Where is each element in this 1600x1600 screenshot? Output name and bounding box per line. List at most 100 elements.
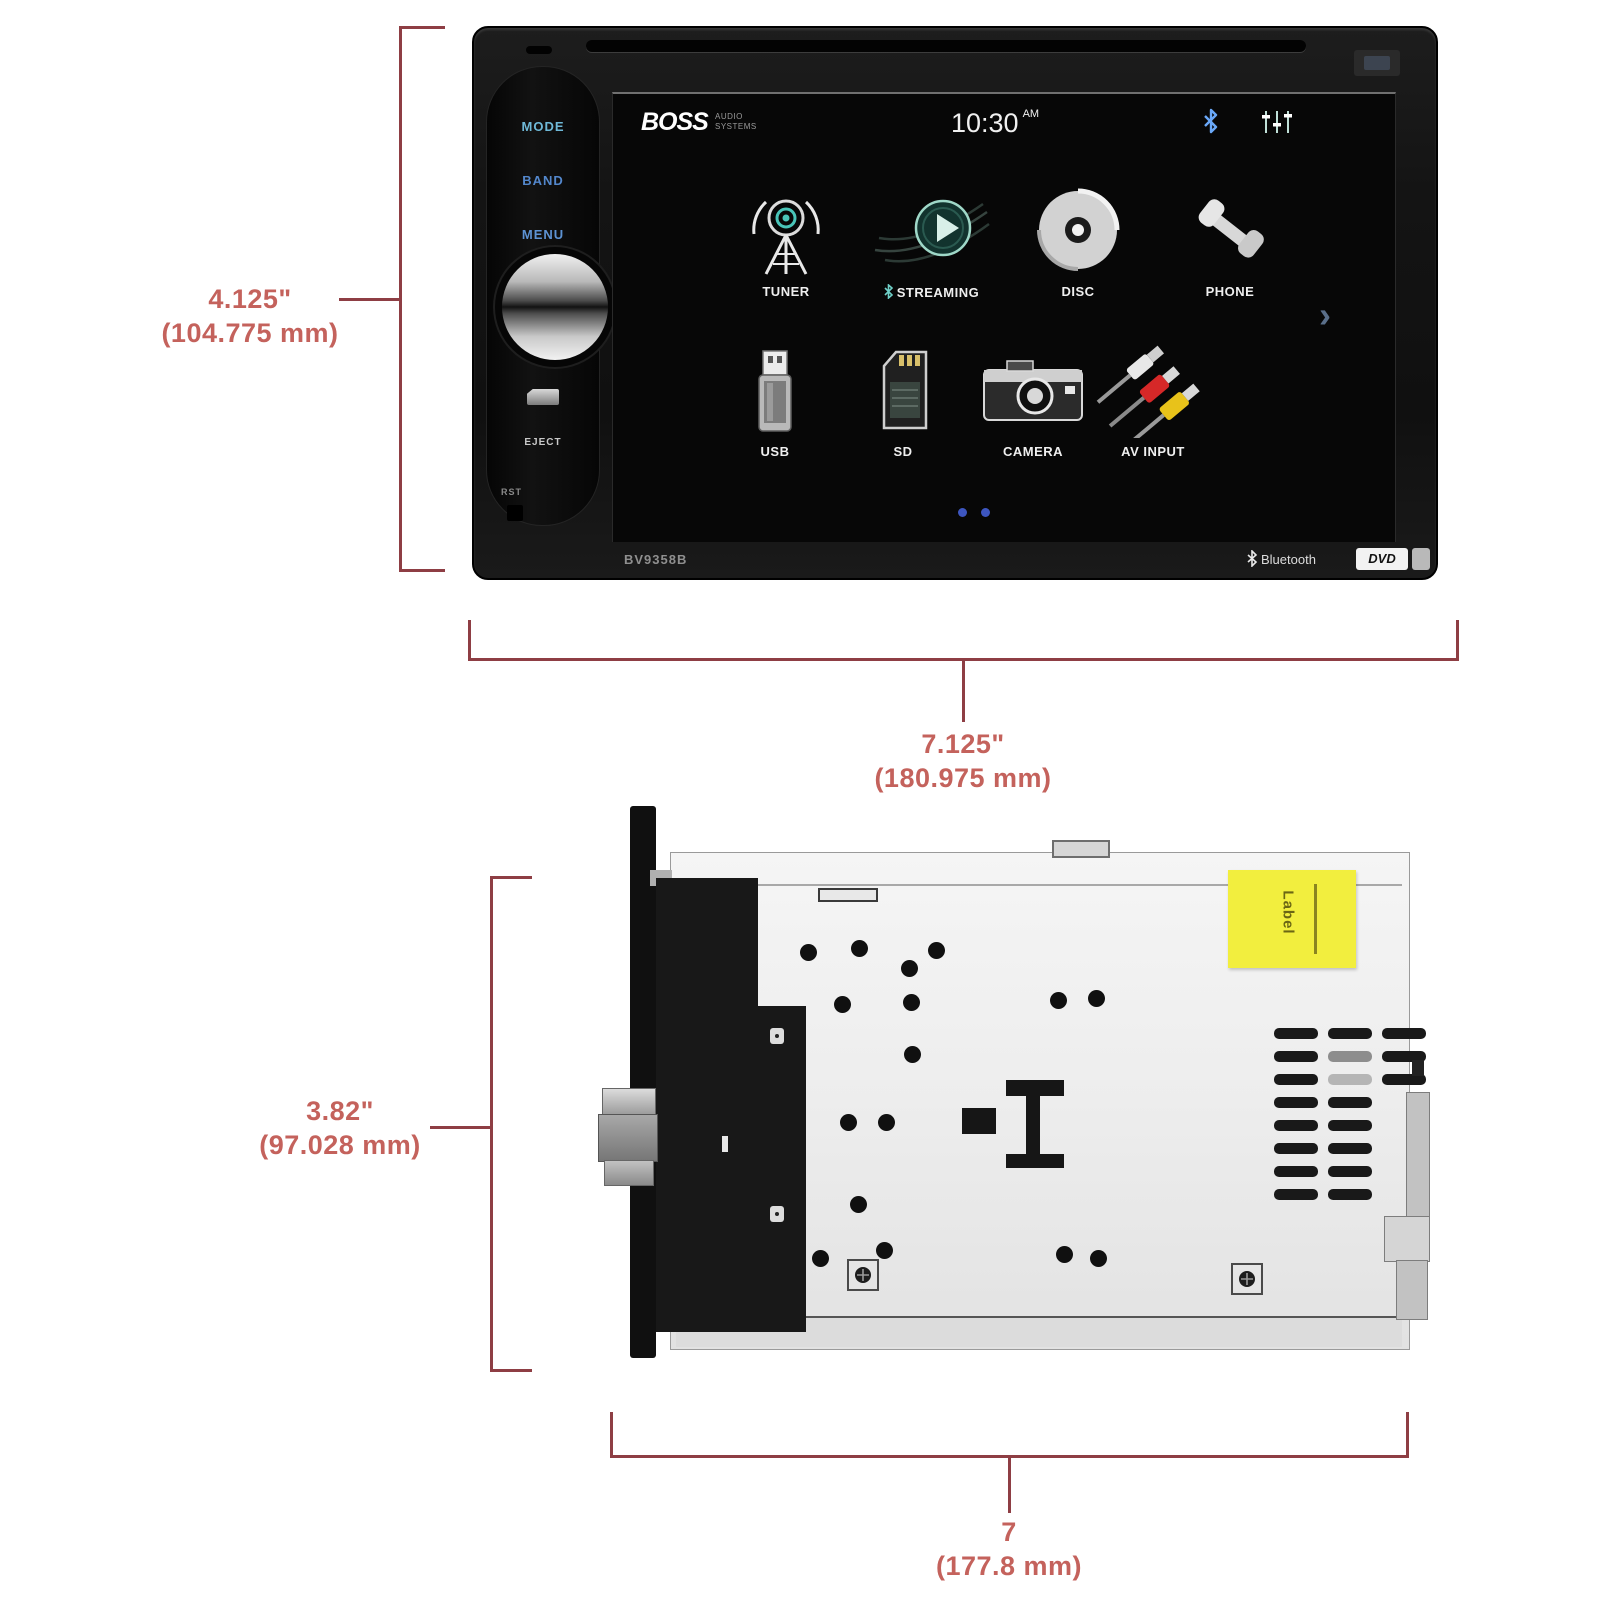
front-width-right-tick [1456, 620, 1459, 661]
chassis-hole [876, 1242, 893, 1259]
page-indicator-dot-1 [958, 508, 967, 517]
left-connector [598, 1088, 658, 1186]
chassis-top-seam [676, 884, 1402, 886]
mode-button: MODE [521, 119, 565, 134]
sticker-text: Label [1279, 890, 1297, 935]
phone-icon [1158, 182, 1302, 278]
dvd-badge: DVD [1356, 548, 1408, 570]
vent-slot [1274, 1051, 1318, 1062]
rear-dark-tab [1412, 1060, 1424, 1076]
equalizer-icon [1261, 110, 1293, 139]
chassis-height-dimension-line [490, 876, 493, 1372]
next-page-chevron: › [1319, 294, 1331, 335]
menu-item-label: STREAMING [859, 283, 1003, 300]
chassis-cutout [1006, 1080, 1064, 1096]
head-unit-front-view: MODE BAND MENU EJECT RST BOSS AUDIO SYST… [472, 26, 1438, 580]
vent-slot [1274, 1097, 1318, 1108]
front-width-mm: (180.975 mm) [874, 762, 1052, 793]
vent-slot [1328, 1189, 1372, 1200]
front-height-label: 4.125" (104.775 mm) [100, 283, 400, 351]
front-height-bottom-tick [399, 569, 445, 572]
chassis-height-leader [430, 1126, 490, 1129]
menu-item-label: AV INPUT [1121, 444, 1185, 459]
chassis-hole [903, 994, 920, 1011]
chassis-top-notch [818, 888, 878, 902]
chassis-height-mm: (97.028 mm) [259, 1129, 421, 1160]
chassis-width-label: 7 (177.8 mm) [859, 1516, 1159, 1584]
chassis-height-top-tick [490, 876, 532, 879]
chassis-hole [834, 996, 851, 1013]
reset-label: RST [501, 487, 522, 497]
menu-item-av-input: AV INPUT [1081, 342, 1225, 459]
vent-slot [1274, 1166, 1318, 1177]
rear-connector-block [1384, 1216, 1430, 1262]
chassis-hole [904, 1046, 921, 1063]
menu-item-disc: DISC [1006, 182, 1150, 299]
faceplate-screw-glyph [770, 1028, 784, 1044]
front-width-label: 7.125" (180.975 mm) [813, 728, 1113, 796]
volume-knob [502, 254, 608, 360]
chassis-width-stem [1008, 1455, 1011, 1513]
boss-logo: BOSS [641, 108, 709, 136]
faceplate-body-lower [656, 1006, 806, 1332]
chassis-hole [800, 944, 817, 961]
vent-slot [1328, 1051, 1372, 1062]
faceplate-edge [630, 806, 656, 1358]
chassis-hole [850, 1196, 867, 1213]
vent-slot [1328, 1120, 1372, 1131]
disc-slot [586, 40, 1306, 52]
vent-slot [1274, 1074, 1318, 1085]
menu-item-usb: USB [703, 342, 847, 459]
reset-hole [507, 505, 523, 521]
vent-slot [1382, 1051, 1426, 1062]
menu-item-label: USB [760, 444, 790, 459]
menu-item-phone: PHONE [1158, 182, 1302, 299]
chassis-hole [1050, 992, 1067, 1009]
band-button: BAND [522, 173, 564, 188]
antenna-icon [714, 182, 858, 278]
chassis-width-mm: (177.8 mm) [935, 1550, 1083, 1581]
vent-slot [1274, 1120, 1318, 1131]
vent-slot [1382, 1074, 1426, 1085]
chassis-hole [840, 1114, 857, 1131]
eject-button: EJECT [524, 437, 562, 448]
sd-card-icon [831, 342, 975, 438]
chassis-cutout [962, 1108, 996, 1134]
bluetooth-play-icon [859, 182, 1003, 278]
chassis-top-tab [1052, 840, 1110, 858]
boss-logo-subtext: AUDIO SYSTEMS [715, 112, 757, 131]
chassis-hole [851, 940, 868, 957]
chassis-hole [1056, 1246, 1073, 1263]
bluetooth-logo: Bluetooth [1246, 549, 1316, 568]
menu-item-tuner: TUNER [714, 182, 858, 299]
chassis-width-right-tick [1406, 1412, 1409, 1458]
chassis-hole [928, 942, 945, 959]
camera-icon [961, 342, 1105, 438]
menu-item-label: PHONE [1205, 284, 1255, 299]
menu-item-streaming: STREAMING [859, 182, 1003, 300]
top-right-badge [1354, 50, 1400, 76]
sticker-text-line2 [1314, 884, 1317, 954]
usb-drive-icon [703, 342, 847, 438]
rear-connector-lower [1396, 1260, 1428, 1320]
chassis-width-inches: 7 [1001, 1517, 1017, 1547]
rca-cables-icon [1081, 342, 1225, 438]
chassis-hole [901, 960, 918, 977]
clock-time: 10:30 [951, 108, 1019, 138]
menu-item-label: CAMERA [1002, 444, 1064, 459]
chassis-hole [878, 1114, 895, 1131]
front-width-stem [962, 658, 965, 722]
chassis-cutout [1026, 1096, 1040, 1156]
vent-slot [1274, 1028, 1318, 1039]
vent-slot [1382, 1028, 1426, 1039]
chassis-hole [1088, 990, 1105, 1007]
menu-item-label: SD [893, 444, 913, 459]
clock-meridiem: AM [1022, 108, 1040, 120]
faceplate-slit [722, 1136, 728, 1152]
vent-slot [1274, 1143, 1318, 1154]
vent-slot [1328, 1097, 1372, 1108]
page-indicator-dot-2 [981, 508, 990, 517]
